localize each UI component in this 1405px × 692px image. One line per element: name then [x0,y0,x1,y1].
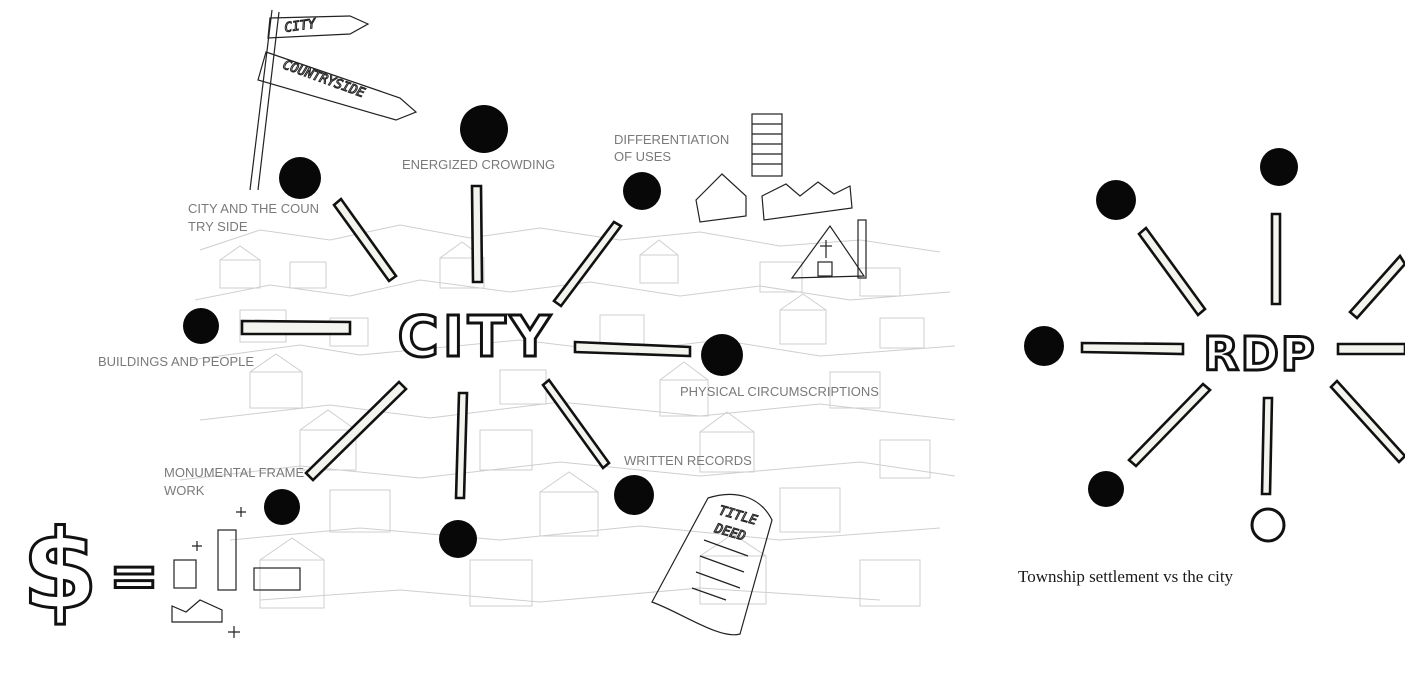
spoke-written [541,378,611,470]
rdp-center-label: RDP [1203,327,1316,381]
city-dots [183,105,743,558]
dot-energized [460,105,508,153]
rdp-spoke-bottom-left [1127,382,1212,468]
rdp-dot-bottom-left [1088,471,1124,507]
left-diagram: CITY COUNTRYSIDE CITY [20,9,956,638]
signpost-sketch: CITY COUNTRYSIDE [249,9,418,191]
signpost-countryside-text: COUNTRYSIDE [281,58,367,102]
dot-physical [701,334,743,376]
rdp-dot-top [1260,148,1298,186]
label-buildings-people: BUILDINGS AND PEOPLE [98,354,254,369]
city-center-label: CITY [398,305,555,370]
label-physical-circumscriptions: PHYSICAL CIRCUMSCRIPTIONS [680,384,879,399]
dot-buildings [183,308,219,344]
title-deed-sketch: TITLE DEED [651,493,773,636]
rdp-spoke-right [1336,342,1405,356]
label-monumental-line1: MONUMENTAL FRAME [164,465,304,480]
spoke-energized [470,184,484,284]
label-written-records: WRITTEN RECORDS [624,453,752,468]
dot-differentiation [623,172,661,210]
dot-countryside [279,157,321,199]
label-monumental-line2: WORK [164,483,205,498]
rdp-caption: Township settlement vs the city [1018,567,1234,586]
rdp-spoke-left [1080,341,1185,356]
city-attribute-labels: ENERGIZED CROWDING DIFFERENTIATION OF US… [98,132,879,498]
signpost-city-text: CITY [283,17,317,36]
buildings-sketch [695,113,867,279]
rdp-dot-bottom-empty [1250,507,1286,543]
rdp-spoke-bottom-right [1329,379,1405,464]
background-township-sketch [179,224,956,609]
dollar-sign: $ [22,506,99,634]
equals-sign: = [109,541,159,611]
rdp-dots [1024,148,1298,543]
label-energized-crowding: ENERGIZED CROWDING [402,157,555,172]
dollar-equals-sketch: $ = [20,505,301,638]
spoke-monumental [304,380,408,482]
rdp-spoke-top-right [1348,253,1405,320]
spoke-buildings [240,319,352,336]
label-countryside-line2: TRY SIDE [188,219,248,234]
spoke-bottom [454,391,469,500]
right-diagram: RDP Township settlement vs the city [1018,148,1405,586]
label-differentiation-line1: DIFFERENTIATION [614,132,729,147]
dot-monumental [264,489,300,525]
rdp-dot-left [1024,326,1064,366]
dot-bottom [439,520,477,558]
spoke-physical [573,340,692,358]
rdp-spoke-bottom [1260,396,1274,496]
rdp-dot-top-left [1096,180,1136,220]
spoke-differentiation [552,220,623,308]
label-differentiation-line2: OF USES [614,149,671,164]
rdp-spoke-top-left [1137,226,1207,317]
spoke-countryside [332,197,398,283]
dot-written [614,475,654,515]
rdp-spokes [1080,212,1405,496]
rdp-spoke-top [1270,212,1282,306]
city-spokes [240,184,692,500]
label-countryside-line1: CITY AND THE COUN [188,201,319,216]
